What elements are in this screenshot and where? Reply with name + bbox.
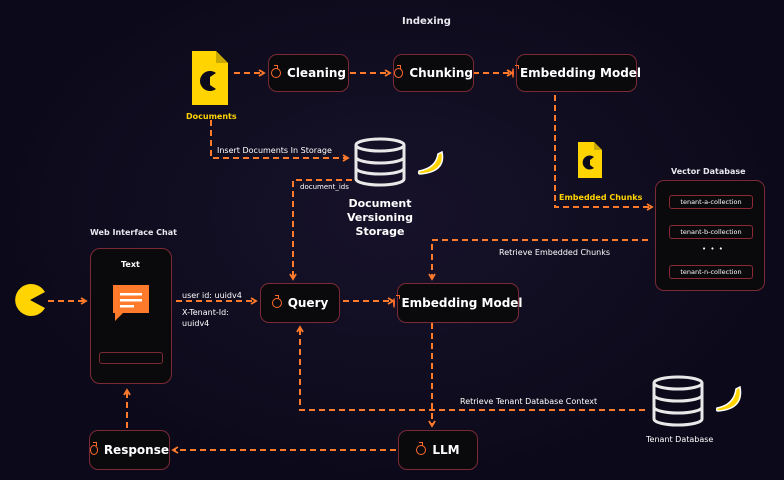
orange-circle-icon [271, 65, 282, 78]
banana-icon [417, 150, 444, 175]
documents-label: Documents [186, 112, 237, 121]
insert-documents-label: Insert Documents In Storage [217, 146, 332, 155]
embedding-mid-label: Embedding Model [401, 296, 523, 310]
banana-icon [715, 385, 742, 412]
collection-item[interactable]: tenant-a-collection [669, 195, 753, 209]
llm-label: LLM [432, 443, 460, 457]
indexing-title: Indexing [402, 16, 451, 27]
database-icon [354, 137, 406, 187]
document-icon [578, 142, 602, 178]
collection-item[interactable]: tenant-n-collection [669, 265, 753, 279]
chunking-label: Chunking [409, 66, 473, 80]
cleaning-label: Cleaning [287, 66, 346, 80]
vector-database-title: Vector Database [671, 167, 746, 176]
document-ids-label: document_ids [300, 183, 349, 191]
embedding-model-top-node[interactable]: Embedding Model [511, 54, 641, 92]
tenant-header-label: X-Tenant-Id: uuidv4 [182, 308, 229, 328]
database-icon [652, 375, 704, 427]
pacman-icon [15, 284, 45, 316]
orange-circle-icon [90, 442, 98, 455]
user-id-label: user id: uuidv4 [182, 291, 242, 300]
orange-circle-icon [511, 65, 519, 78]
orange-circle-icon [416, 442, 427, 455]
arrow-docs-to-storage [210, 120, 350, 162]
cleaning-node[interactable]: Cleaning [268, 54, 349, 92]
arrow-vector-to-embedding-mid [428, 239, 648, 281]
chat-bubble-icon [113, 285, 149, 321]
llm-node[interactable]: LLM [398, 430, 478, 470]
versioning-storage-label: Document Versioning Storage [347, 197, 413, 238]
embedding-model-mid-node[interactable]: Embedding Model [393, 283, 523, 323]
orange-circle-icon [271, 295, 282, 308]
chat-input-field[interactable] [99, 352, 163, 364]
chunking-node[interactable]: Chunking [393, 54, 474, 92]
arrow-embedding-to-vector [554, 95, 654, 211]
embedded-chunks-label: Embedded Chunks [559, 193, 643, 202]
retrieve-embedded-label: Retrieve Embedded Chunks [499, 248, 611, 257]
collection-item[interactable]: tenant-b-collection [669, 225, 753, 239]
response-label: Response [103, 443, 169, 457]
orange-circle-icon [394, 65, 404, 78]
phone-text-label: Text [121, 260, 140, 269]
query-node[interactable]: Query [260, 283, 340, 323]
query-label: Query [287, 296, 329, 310]
arrow-storage-to-query [289, 179, 352, 281]
collections-ellipsis: • • • [702, 245, 724, 253]
arrow-tenantdb-to-llm-query [296, 325, 645, 411]
retrieve-tenant-label: Retrieve Tenant Database Context [460, 397, 598, 406]
response-node[interactable]: Response [89, 430, 170, 470]
embedding-top-label: Embedding Model [519, 66, 642, 80]
phone-frame: Text [90, 248, 172, 384]
tenant-database-label: Tenant Database [646, 435, 714, 444]
web-interface-title: Web Interface Chat [90, 228, 177, 237]
document-icon [192, 51, 228, 105]
